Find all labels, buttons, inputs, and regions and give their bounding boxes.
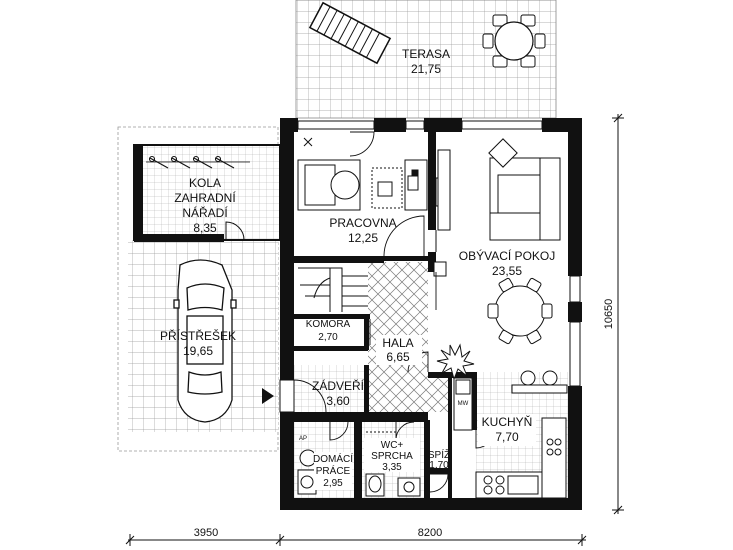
- room-labels: PRACOVNA 12,25 OBÝVACÍ POKOJ 23,55 KOMOR…: [306, 216, 555, 490]
- dimension-bottom-right: 8200: [418, 527, 442, 539]
- shed-door-icon: [225, 221, 245, 241]
- domaci-label-bg: [314, 452, 352, 490]
- entry-arrow-icon: [262, 388, 274, 404]
- hala-label-bg: [376, 335, 422, 365]
- room-area-kola: 8,35: [193, 221, 217, 235]
- stove-icon: [436, 343, 475, 381]
- carport-area: PŘÍSTŘEŠEK 19,65: [117, 126, 279, 452]
- room-label-kola-1: KOLA: [189, 176, 221, 190]
- room-label-wc-1: WC+: [381, 440, 404, 451]
- room-label-pristresek: PŘÍSTŘEŠEK: [160, 328, 236, 343]
- room-area-wc: 3,35: [382, 462, 402, 473]
- bathroom-fixtures: AP: [297, 421, 449, 497]
- room-label-kola-3: NÁŘADÍ: [182, 205, 228, 220]
- room-area-pracovna: 12,25: [348, 231, 378, 245]
- living-furniture: [433, 138, 568, 394]
- room-area-pristresek: 19,65: [183, 344, 213, 358]
- room-label-kola-2: ZAHRADNÍ: [174, 190, 236, 205]
- study-furniture: [297, 131, 443, 257]
- room-area-zadveri: 3,60: [326, 394, 350, 408]
- room-label-zadveri: ZÁDVEŘÍ: [312, 378, 365, 393]
- room-area-terasa: 21,75: [411, 62, 441, 76]
- wc-label-bg: [364, 438, 420, 472]
- room-label-wc-2: SPRCHA: [371, 451, 413, 462]
- kitchen-furniture: MW: [453, 377, 567, 499]
- dimension-lines: [125, 113, 624, 546]
- room-label-hala: HALA: [382, 336, 413, 350]
- room-label-komora: KOMORA: [306, 319, 351, 330]
- room-label-spiz: SPÍŽ: [428, 448, 450, 461]
- walls: [280, 118, 582, 510]
- windows: [279, 120, 543, 413]
- terrace-stairs: [308, 1, 392, 65]
- fixture-mw: MW: [458, 401, 469, 407]
- terrace-table-icon: [482, 14, 546, 68]
- room-label-terasa: TERASA: [402, 47, 450, 61]
- fixture-ap: AP: [299, 436, 307, 442]
- room-label-domaci-2: PRÁCE: [316, 464, 351, 477]
- shed-room: KOLA ZAHRADNÍ NÁŘADÍ 8,35: [133, 144, 281, 242]
- kuchyn-label-bg: [478, 414, 536, 446]
- room-label-domaci-1: DOMÁCÍ: [313, 452, 353, 465]
- room-area-kuchyn: 7,70: [495, 430, 519, 444]
- room-area-komora: 2,70: [318, 332, 338, 343]
- room-label-obyvaci: OBÝVACÍ POKOJ: [459, 248, 555, 263]
- room-area-spiz: 1,70: [429, 460, 449, 471]
- dimension-bottom-left: 3950: [194, 527, 218, 539]
- car-icon: [173, 259, 237, 423]
- room-label-kuchyn: KUCHYŇ: [482, 414, 533, 429]
- room-area-obyvaci: 23,55: [492, 264, 522, 278]
- staircase: [298, 267, 368, 312]
- room-area-hala: 6,65: [386, 350, 410, 364]
- bicycle-rack-icon: [146, 155, 250, 169]
- room-area-domaci: 2,95: [323, 478, 343, 489]
- room-label-pracovna: PRACOVNA: [329, 216, 396, 230]
- terrace-area: TERASA 21,75: [295, 0, 557, 119]
- dimension-right-vertical: 10650: [603, 299, 615, 330]
